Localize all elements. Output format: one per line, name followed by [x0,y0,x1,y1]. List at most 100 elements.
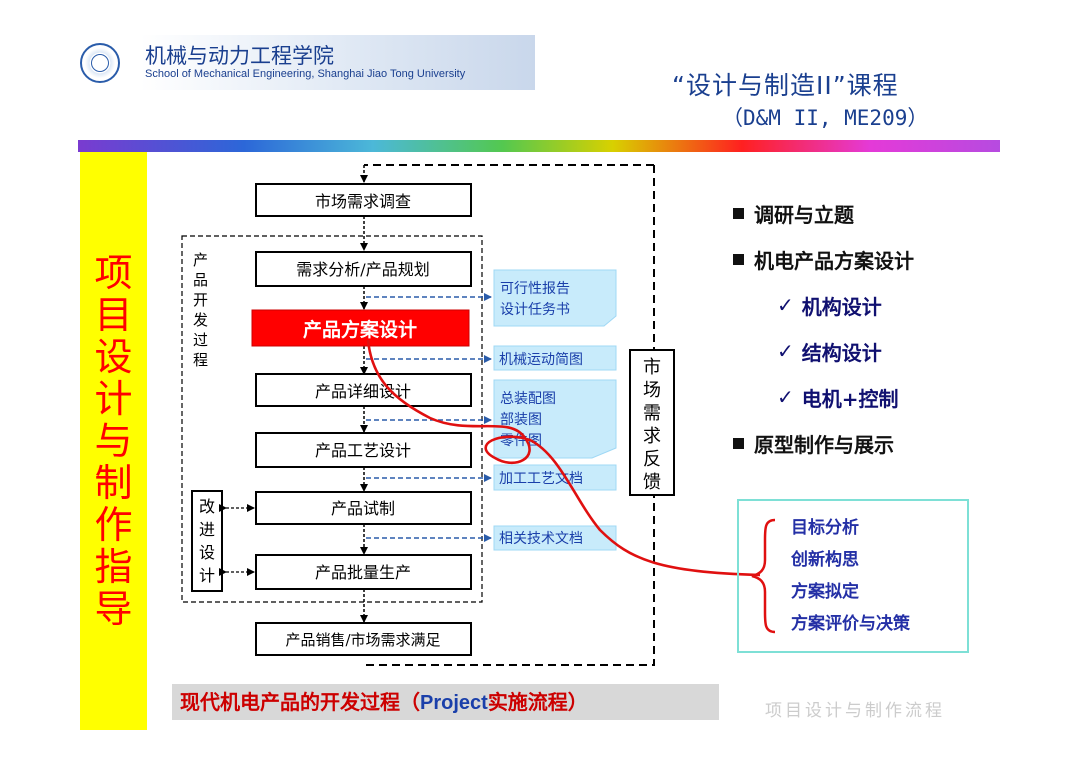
check-icon: ✓ [777,339,794,363]
concept-step: 方案评价与决策 [791,614,910,634]
slide-footer-title: 项目设计与制作流程 [765,701,945,721]
list-item-label: 结构设计 [801,340,882,365]
doc-mechanism-sketch [493,345,617,371]
sidebar-char: 计 [94,377,133,421]
step-box-sales [255,622,472,656]
caption-part: 现代机电产品的开发过程（ [180,690,420,714]
improve-char: 计 [199,566,215,585]
feedback-char: 馈 [643,472,661,493]
list-item: 机电产品方案设计 [733,236,914,282]
feedback-loop-line [364,165,655,666]
concept-step: 创新构思 [791,550,859,570]
sidebar-char: 导 [94,587,133,631]
list-item: 调研与立题 [733,190,914,236]
sidebar-char: 制 [94,461,133,505]
sidebar-char: 作 [94,503,133,547]
doc-drawings-line1: 总装配图 [500,391,556,407]
dev-process-label: 产 品 开 发 过 程 [193,251,208,369]
list-item: 原型制作与展示 [733,420,914,466]
step-box-market-survey [255,183,472,217]
feedback-char: 市 [643,357,661,378]
improve-char: 设 [199,543,215,562]
doc-drawings-line3: 零件图 [500,433,542,449]
square-bullet-icon [733,253,744,265]
dev-process-char: 过 [193,331,208,349]
list-item: ✓ 电机+控制 [733,374,914,420]
step-detail-design: 产品详细设计 [315,382,411,401]
list-item-label: 调研与立题 [754,202,854,227]
school-name-cn: 机械与动力工程学院 [145,44,334,68]
university-logo [80,43,120,83]
feedback-char: 求 [643,426,661,447]
caption-part: 实施流程） [487,690,588,714]
doc-feasibility-line1: 可行性报告 [500,281,570,297]
sidebar-char: 设 [94,335,133,379]
dev-process-group [181,235,483,603]
step-market-survey: 市场需求调查 [315,192,411,211]
step-mass-production: 产品批量生产 [315,563,411,582]
square-bullet-icon [733,207,744,219]
sidebar-char: 目 [94,293,133,337]
step-needs-analysis: 需求分析/产品规划 [296,260,429,279]
step-box-needs-analysis [255,251,472,287]
logo-emblem-icon [91,54,109,72]
check-icon: ✓ [777,385,794,409]
check-icon: ✓ [777,293,794,317]
doc-process-docs [493,464,617,491]
concept-step: 目标分析 [791,518,859,538]
header-banner [140,35,535,90]
dev-process-char: 品 [193,271,208,289]
doc-feasibility-line2: 设计任务书 [500,302,570,318]
design-stages-list: 调研与立题 机电产品方案设计 ✓ 机构设计 ✓ 结构设计 ✓ 电机+控制 原型制作与展… [733,190,914,466]
doc-tech-docs [493,525,617,551]
list-item-label: 机电产品方案设计 [754,248,914,273]
course-title: “设计与制造II”课程 [672,71,899,100]
concept-step: 方案拟定 [791,582,859,602]
school-name-en: School of Mechanical Engineering, Shangh… [145,68,466,80]
doc-tech-docs-label: 相关技术文档 [499,531,583,547]
doc-drawings-line2: 部装图 [500,412,542,428]
step-box-trial [255,491,472,525]
doc-process-docs-label: 加工工艺文档 [499,471,583,487]
improve-design-box [191,490,223,592]
improve-char: 进 [199,520,215,539]
step-trial: 产品试制 [331,499,395,518]
feedback-char: 需 [643,403,661,424]
square-bullet-icon [733,437,744,449]
list-item-label: 机构设计 [801,294,882,319]
dev-process-char: 发 [193,311,208,329]
curly-bracket [751,518,776,634]
market-feedback-box [629,349,675,496]
step-box-process-design [255,432,472,468]
step-process-design: 产品工艺设计 [315,441,411,460]
step-box-mass-production [255,554,472,590]
dev-process-char: 程 [193,351,208,369]
sidebar-char: 与 [94,419,133,463]
rainbow-divider [78,140,1000,152]
list-item: ✓ 机构设计 [733,282,914,328]
step-box-detail-design [255,373,472,407]
list-item: ✓ 结构设计 [733,328,914,374]
dev-process-char: 产 [193,251,208,269]
step-box-concept-design [251,309,470,347]
sidebar-char: 指 [94,545,133,589]
improve-char: 改 [199,497,215,516]
list-item-label: 原型制作与展示 [754,432,894,457]
sidebar-char: 项 [94,251,133,295]
dev-process-char: 开 [193,291,208,309]
course-code: （D&M II, ME209） [722,106,929,130]
sidebar-title: 项 目 设 计 与 制 作 指 导 [80,252,147,630]
concept-design-steps: 目标分析 创新构思 方案拟定 方案评价与决策 [791,513,910,641]
concept-design-steps-box: 目标分析 创新构思 方案拟定 方案评价与决策 [737,499,969,653]
step-concept-design: 产品方案设计 [303,318,417,341]
feedback-char: 反 [643,449,661,470]
list-item-label: 电机+控制 [801,386,899,411]
figure-caption: 现代机电产品的开发过程（Project实施流程） [172,684,719,720]
feedback-char: 场 [643,380,661,401]
caption-part: Project [420,692,488,714]
sidebar: 项 目 设 计 与 制 作 指 导 [80,152,147,730]
doc-mechanism-sketch-label: 机械运动简图 [499,351,583,368]
doc-feasibility [493,269,617,327]
step-sales: 产品销售/市场需求满足 [285,631,440,649]
